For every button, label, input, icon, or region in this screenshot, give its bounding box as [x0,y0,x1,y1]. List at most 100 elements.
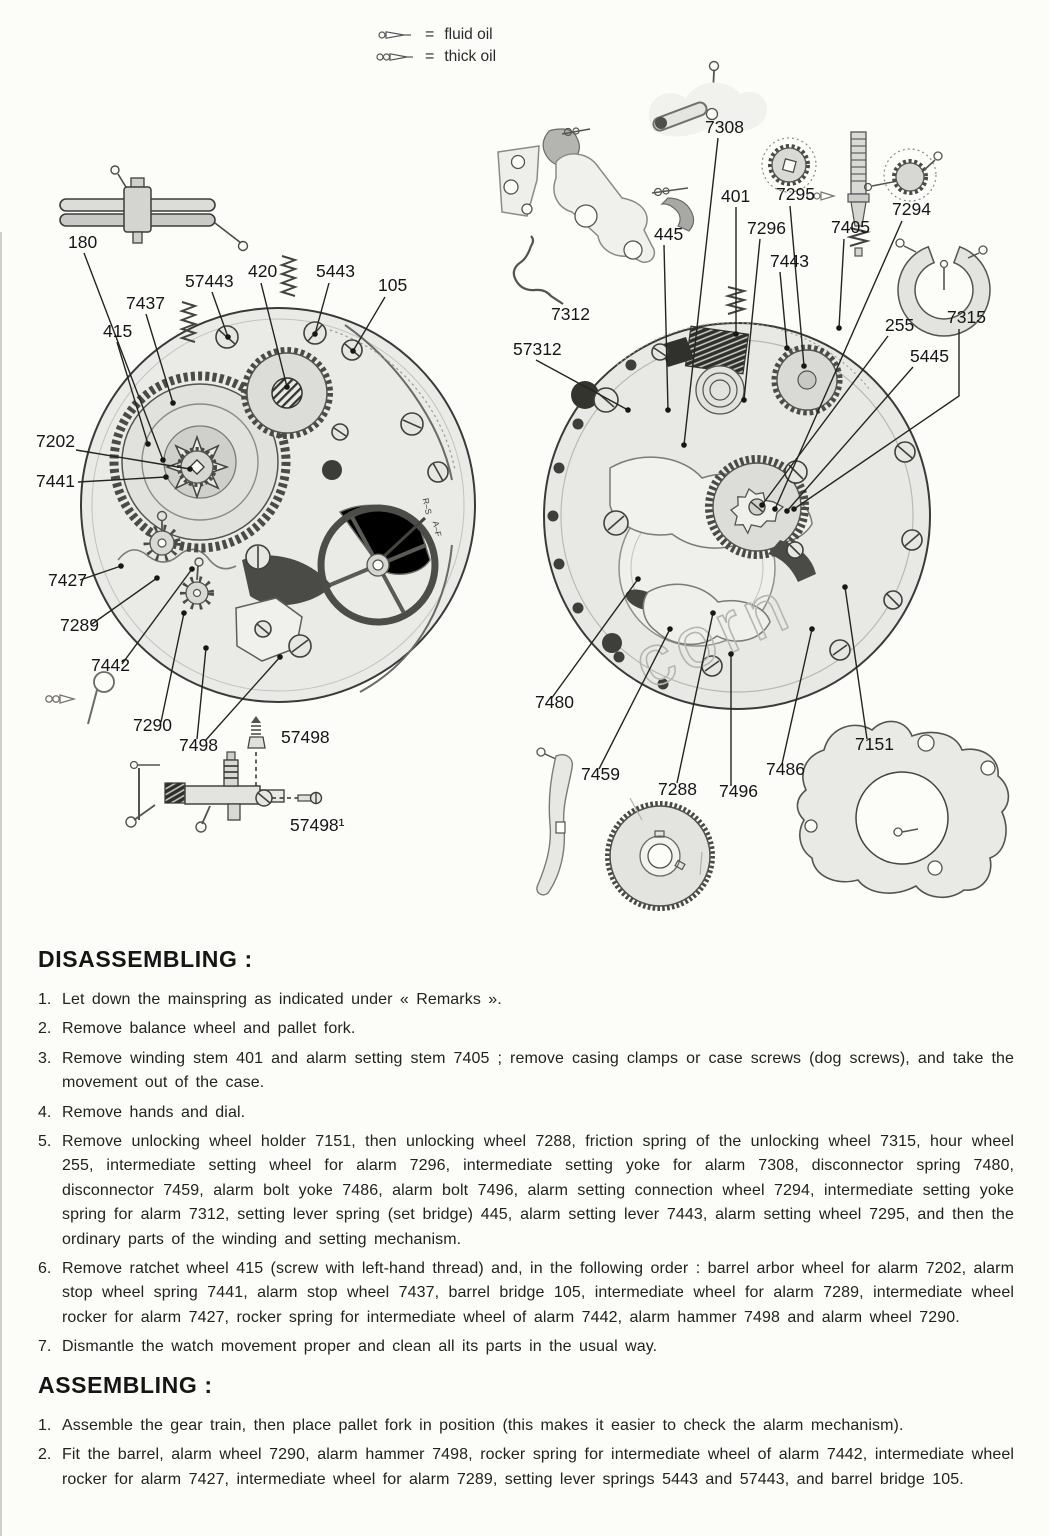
item-number: 1. [38,991,52,1008]
setting-wheel-in-place [771,344,843,416]
part-label-7427: 7427 [48,570,87,590]
part-label-7308: 7308 [705,117,744,137]
list-item: 2. Remove balance wheel and pallet fork. [38,1017,1014,1041]
part-label-401: 401 [721,186,750,206]
screw-57498-1 [297,791,323,805]
part-label-7295: 7295 [776,184,815,204]
list-item: 6.Remove ratchet wheel 415 (screw with l… [38,1257,1014,1330]
part-label-7437: 7437 [126,293,165,313]
exploded-view-figure: R–S A–F [36,60,1010,911]
thick-oil-mark [45,694,77,704]
capsule-lever [652,101,708,132]
item-number: 3. [38,1049,52,1067]
left-part-labels: 180 57443 420 5443 105 7437 415 7202 744… [36,232,407,835]
item-text: Remove winding stem 401 and alarm settin… [62,1049,1014,1092]
right-plate-screws [593,343,923,677]
part-label-7296: 7296 [747,218,786,238]
part-label-7289: 7289 [60,615,99,635]
assembling-title: ASSEMBLING : [38,1372,213,1398]
setting-lever-445-part [553,153,656,263]
part-label-57312: 57312 [513,339,562,359]
regulator-mark-rs: R–S [421,497,434,516]
shadow-3 [768,540,816,582]
part-label-7443: 7443 [770,251,809,271]
disconnector-blade [536,747,573,896]
left-leader-lines [75,252,386,742]
thick-oil-mark-7295 [806,191,837,201]
part-label-7312: 7312 [551,304,590,324]
oil-legend: = fluid oil = thick oil [376,24,496,68]
item-text: Fit the barrel, alarm wheel 7290, alarm … [62,1446,1014,1488]
screw-57498 [247,716,298,799]
item-text: Remove hands and dial. [62,1103,246,1121]
disassembling-title: DISASSEMBLING : [38,946,253,972]
diagram-right-movement: corn [497,60,1010,911]
item-number: 2. [38,1020,52,1038]
legend-row-thick-oil: = thick oil [376,46,496,68]
part-label-7288: 7288 [658,779,697,799]
part-label-57443: 57443 [185,271,234,291]
fluid-oil-icon [378,31,411,39]
casing-clamp [497,145,540,217]
part-label-7480: 7480 [535,692,574,712]
item-number: 2. [38,1446,52,1464]
unlocking-wheel-7288-part [605,797,715,911]
part-label-7442: 7442 [91,655,130,675]
part-label-255: 255 [885,315,914,335]
item-number: 7. [38,1338,52,1356]
list-item: 5.Remove unlocking wheel holder 7151, th… [38,1130,1014,1252]
part-label-7498: 7498 [179,735,218,755]
item-number: 4. [38,1103,52,1121]
part-label-5445: 5445 [910,346,949,366]
friction-spring-7315-part [895,238,991,337]
item-text: Remove ratchet wheel 415 (screw with lef… [62,1260,1014,1326]
alarm-setting-wheel-7295-part [761,137,817,193]
spring-57443-coil [178,301,199,343]
list-item: 7. Dismantle the watch movement proper an… [38,1335,1014,1359]
spring-7312-wire [512,235,564,305]
part-label-7294: 7294 [892,199,931,219]
list-item: 1. Let down the mainspring as indicated u… [38,988,1014,1012]
list-item: 2. Fit the barrel, alarm wheel 7290, alar… [38,1443,1014,1492]
disassembling-section: DISASSEMBLING : 1. Let down the mainsprin… [38,946,1014,1365]
part-label-105: 105 [378,275,407,295]
assembling-list: 1.Assemble the gear train, then place pa… [38,1414,1014,1492]
assembling-section: ASSEMBLING : 1.Assemble the gear train, … [38,1372,1014,1497]
part-label-57498-1: 57498¹ [290,815,345,835]
hammer-assembly-side-view [125,751,285,833]
part-label-7405: 7405 [831,217,870,237]
part-label-7290: 7290 [133,715,172,735]
wheel-420 [241,347,333,439]
scan-page-edge [0,232,2,1536]
part-label-420: 420 [248,261,277,281]
part-label-7496: 7496 [719,781,758,801]
part-label-7151: 7151 [855,734,894,754]
equals-sign: = [425,26,436,43]
equals-sign: = [425,48,436,65]
part-label-7486: 7486 [766,759,805,779]
list-item: 1.Assemble the gear train, then place pa… [38,1414,1014,1438]
list-item: 4. Remove hands and dial. [38,1101,1014,1125]
right-part-labels: 7308 401 7296 7443 445 7295 7405 7294 25… [513,117,986,801]
right-leader-lines [535,137,960,786]
hammer-arm-bright [642,583,771,646]
diagram-left-movement: R–S A–F [36,165,476,835]
loose-pin [87,671,115,725]
item-text: Remove balance wheel and pallet fork. [62,1020,356,1038]
alarm-stem-7405-part [846,131,899,257]
item-text: Assemble the gear train, then place pall… [62,1417,904,1434]
legend-label: fluid oil [444,26,493,43]
part-label-7441: 7441 [36,471,75,491]
part-180-side-view [59,165,249,252]
part-label-7459: 7459 [581,764,620,784]
legend-row-fluid-oil: = fluid oil [376,24,496,46]
alarm-wheel-central [705,455,809,559]
item-text: Dismantle the watch movement proper and … [62,1338,658,1356]
part-label-7315: 7315 [947,307,986,327]
balance-wheel: R–S A–F [317,497,444,626]
disassembling-list: 1. Let down the mainspring as indicated u… [38,988,1014,1360]
pin-with-rings [651,187,689,197]
part-label-180: 180 [68,232,97,252]
item-text: Let down the mainspring as indicated und… [62,991,502,1008]
